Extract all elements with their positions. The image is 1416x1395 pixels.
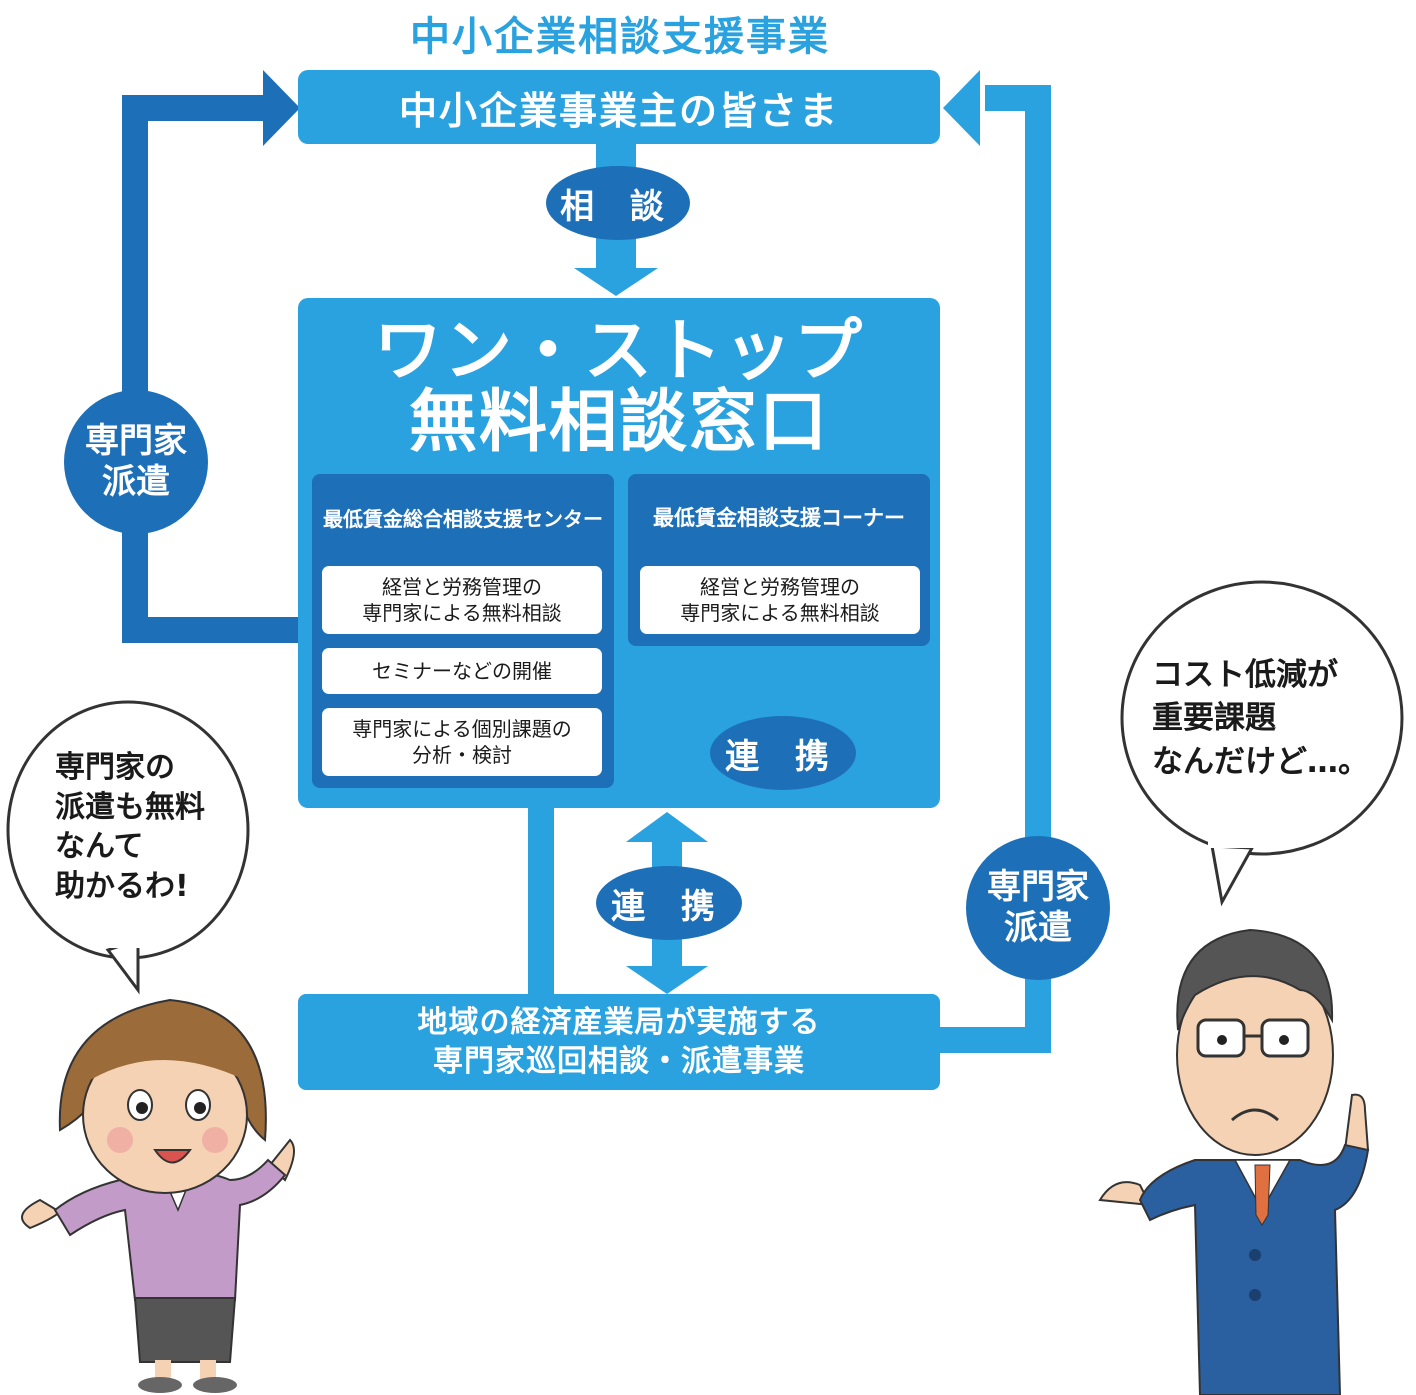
speech-line: なんて (55, 829, 144, 865)
item-line: 経営と労務管理の (382, 575, 542, 599)
item-line: セミナーなどの開催 (372, 659, 552, 683)
support-center-item-seminar: セミナーなどの開催 (322, 648, 602, 694)
item-line: 専門家による無料相談 (680, 601, 880, 625)
right-dispatch-circle: 専門家 派遣 (966, 836, 1110, 980)
one-stop-title: ワン・ストップ 無料相談窓口 (298, 312, 940, 462)
speech-line: 重要課題 (1152, 700, 1276, 737)
dispatch-line2: 派遣 (102, 462, 170, 502)
main-to-bottom-line (528, 806, 554, 996)
item-line: 専門家による無料相談 (362, 601, 562, 625)
man-character-illustration (1098, 928, 1370, 1395)
one-stop-title-line2: 無料相談窓口 (408, 383, 829, 462)
left-dispatch-arrow-line (122, 95, 312, 643)
one-stop-title-line1: ワン・ストップ (373, 311, 864, 391)
right-speech-text: コスト低減が 重要課題 なんだけど…。 (1152, 654, 1369, 784)
regional-bureau-line1: 地域の経済産業局が実施する (417, 1005, 821, 1040)
right-dispatch-arrow-line (940, 85, 1051, 1053)
support-center-item-consult: 経営と労務管理の 専門家による無料相談 (322, 566, 602, 634)
regional-bureau-box: 地域の経済産業局が実施する 専門家巡回相談・派遣事業 (298, 994, 940, 1090)
right-speech-bubble-shape (1120, 580, 1404, 907)
speech-line: 助かるわ! (55, 868, 189, 904)
right-dispatch-arrowhead (943, 70, 980, 146)
support-corner-heading: 最低賃金相談支援コーナー (653, 506, 905, 530)
speech-line: 専門家の (55, 750, 175, 785)
consult-label: 相 談 (546, 166, 690, 240)
left-speech-bubble-shape (6, 700, 250, 995)
renkei-outer-label: 連 携 (596, 866, 742, 940)
woman-character-illustration (21, 998, 295, 1393)
renkei-up-arrowhead (626, 812, 708, 842)
item-line: 分析・検討 (412, 743, 512, 767)
support-center-heading: 最低賃金総合相談支援センター (323, 506, 603, 531)
dispatch-line1: 専門家 (85, 421, 187, 462)
item-line: 専門家による個別課題の (352, 717, 572, 741)
speech-line: なんだけど…。 (1152, 743, 1369, 780)
business-owners-box: 中小企業事業主の皆さま (298, 70, 940, 144)
left-dispatch-arrowhead (263, 70, 300, 146)
consult-arrowhead (574, 268, 658, 296)
support-corner-item-consult: 経営と労務管理の 専門家による無料相談 (640, 566, 920, 634)
left-speech-text: 専門家の 派遣も無料 なんて 助かるわ! (55, 748, 205, 906)
diagram-title: 中小企業相談支援事業 (410, 14, 830, 60)
support-center-item-analysis: 専門家による個別課題の 分析・検討 (322, 708, 602, 776)
dispatch-line2: 派遣 (1004, 908, 1072, 948)
left-dispatch-circle: 専門家 派遣 (64, 390, 208, 534)
regional-bureau-line2: 専門家巡回相談・派遣事業 (433, 1044, 805, 1079)
speech-line: コスト低減が (1152, 657, 1338, 693)
renkei-inner-label: 連 携 (710, 716, 856, 790)
renkei-down-arrowhead (626, 966, 708, 994)
dispatch-line1: 専門家 (987, 867, 1089, 908)
speech-line: 派遣も無料 (55, 789, 205, 825)
item-line: 経営と労務管理の (700, 575, 860, 599)
